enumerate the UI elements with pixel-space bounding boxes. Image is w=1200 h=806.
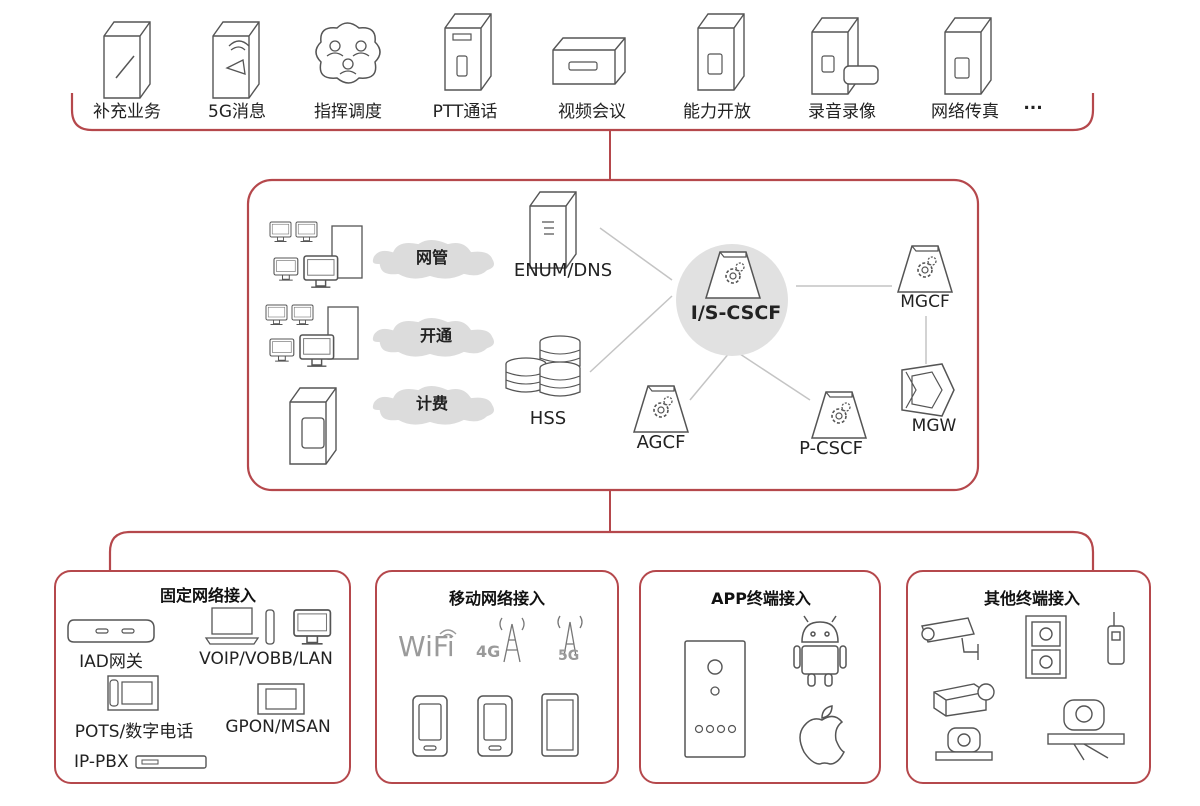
ptt-server-icon [444, 13, 492, 91]
5g-message-icon [212, 21, 260, 99]
5g-tower-icon [557, 615, 583, 657]
enum-dns-icon [529, 191, 577, 269]
voip-label: VOIP/VOBB/LAN [199, 649, 333, 669]
enum-dns-label: ENUM/DNS [513, 260, 613, 281]
iad-gateway-icon [67, 619, 155, 643]
intercom-panel-icon [1025, 615, 1067, 679]
pots-label: POTS/数字电话 [74, 722, 194, 742]
billing-server-icon [289, 387, 337, 465]
tablet-icon [541, 693, 579, 757]
agcf-label: AGCF [636, 432, 686, 453]
service-more-indicator: ... [1023, 94, 1043, 114]
wifi-signal-icon [439, 629, 457, 638]
cloud-label-nms: 网管 [415, 248, 449, 267]
gpon-msan-label: GPON/MSAN [225, 717, 331, 737]
mgw-label: MGW [911, 416, 957, 436]
pcscf-label: P-CSCF [799, 438, 863, 459]
access-bracket [108, 530, 1095, 570]
service-label-open-capability: 能力开放 [683, 102, 751, 122]
service-label-recording: 录音录像 [808, 102, 876, 122]
service-label-video-conference: 视频会议 [558, 102, 626, 122]
app-phone-icon [684, 640, 746, 758]
service-label-5g-message: 5G消息 [208, 102, 266, 122]
open-capability-icon [697, 13, 745, 91]
wifi-label: WiFi [398, 630, 455, 663]
cloud-label-billing: 计费 [415, 394, 449, 413]
cloud-label-provisioning: 开通 [419, 326, 453, 345]
mgw-icon [901, 363, 955, 417]
voip-terminals-icon [204, 607, 332, 645]
provisioning-workstations-icon [265, 304, 359, 367]
core-links [589, 227, 927, 401]
service-label-network-fax: 网络传真 [931, 102, 999, 122]
ip-pbx-icon [135, 755, 207, 769]
ptz-camera-1-icon [935, 727, 993, 761]
4g-tower-icon [499, 617, 525, 663]
app-access-title: APP终端接入 [711, 589, 811, 608]
pots-phone-icon [107, 675, 159, 711]
network-fax-icon [944, 17, 992, 95]
other-access-title: 其他终端接入 [983, 589, 1081, 608]
nms-workstations-icon [269, 221, 363, 288]
hss-label: HSS [529, 408, 567, 429]
box-camera-icon [933, 683, 995, 717]
services-bracket [70, 93, 1095, 132]
dispatch-icon [315, 22, 381, 84]
cscf-node [676, 244, 788, 356]
service-label-dispatch: 指挥调度 [314, 102, 382, 122]
service-label-ptt: PTT通话 [432, 102, 498, 122]
service-label-supplementary: 补充业务 [93, 102, 161, 122]
video-conference-icon [552, 37, 626, 85]
walkie-talkie-icon [1107, 612, 1125, 665]
apple-icon [799, 705, 846, 765]
recording-icon [811, 17, 879, 95]
gpon-msan-icon [257, 683, 305, 715]
ptz-camera-2-icon [1047, 699, 1125, 761]
surveillance-camera-icon [921, 617, 979, 660]
mgcf-label: MGCF [900, 292, 950, 312]
cscf-label: I/S-CSCF [690, 302, 782, 324]
4g-label: 4G [476, 642, 501, 661]
android-icon [793, 615, 847, 687]
fixed-access-title: 固定网络接入 [159, 586, 257, 605]
supplementary-service-icon [103, 21, 151, 99]
5g-label: 5G [558, 648, 580, 664]
mobile-access-title: 移动网络接入 [448, 589, 546, 608]
smartphone-2-icon [477, 695, 513, 757]
iad-gateway-label: IAD网关 [79, 652, 143, 672]
smartphone-1-icon [412, 695, 448, 757]
ip-pbx-label: IP-PBX [74, 752, 129, 772]
